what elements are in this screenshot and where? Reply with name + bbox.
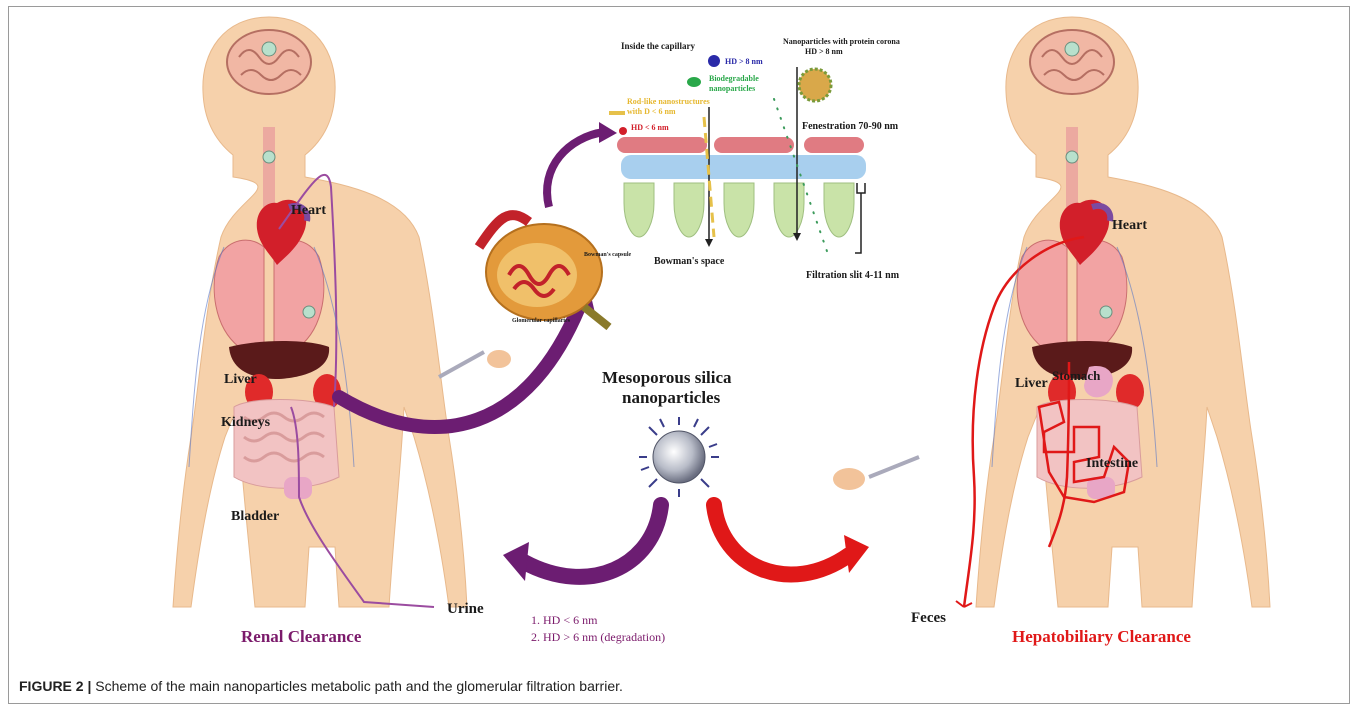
figure-caption: FIGURE 2 | Scheme of the main nanopartic… [19, 678, 1339, 694]
nephron-to-barrier-arrow [547, 132, 604, 207]
msn-title-line1: Mesoporous silica [602, 368, 732, 388]
caption-text: Scheme of the main nanoparticles metabol… [91, 678, 623, 694]
inset-rod-1: Rod-like nanostructures [627, 97, 710, 106]
inset-filtration-slit: Filtration slit 4-11 nm [806, 270, 899, 281]
inset-bowmans-space: Bowman's space [654, 256, 724, 267]
protein-corona-particle [799, 69, 831, 101]
endothelium-1 [617, 137, 707, 153]
msn-title-line2: nanoparticles [622, 388, 720, 408]
msn-particle [639, 417, 719, 497]
label-intestine: Intestine [1086, 456, 1138, 472]
inset-hd-gt-8: HD > 8 nm [725, 57, 763, 66]
right-brain [1030, 30, 1114, 94]
biodegradable-dot [687, 77, 701, 87]
criteria-2: 2. HD > 6 nm (degradation) [531, 630, 665, 645]
label-urine: Urine [447, 601, 484, 618]
hd-lt-6-dot [619, 127, 627, 135]
nephron-illustration [479, 215, 609, 327]
label-stomach: Stomach [1052, 368, 1100, 384]
filtration-slit-marker [855, 183, 865, 253]
inset-corona-1: Nanoparticles with protein corona [783, 37, 900, 46]
inset-biodegradable-2: nanoparticles [709, 84, 755, 93]
label-feces: Feces [911, 610, 946, 627]
endothelium-3 [804, 137, 864, 153]
podocytes [624, 183, 854, 237]
inset-inside-capillary: Inside the capillary [621, 41, 695, 51]
inset-hd-lt-6: HD < 6 nm [631, 123, 669, 132]
inset-corona-2: HD > 8 nm [805, 47, 843, 56]
syringe-left [439, 350, 511, 377]
left-trachea [263, 127, 275, 207]
label-liver-left: Liver [224, 372, 257, 388]
inset-fenestration: Fenestration 70-90 nm [802, 121, 898, 132]
label-renal-clearance: Renal Clearance [241, 627, 361, 647]
rod-dash [609, 111, 625, 115]
inset-rod-2: with D < 6 nm [627, 107, 676, 116]
inset-biodegradable-1: Biodegradable [709, 74, 759, 83]
label-kidneys: Kidneys [221, 415, 270, 431]
endothelium-2 [714, 137, 794, 153]
label-liver-right: Liver [1015, 376, 1048, 392]
inset-glomerular-capillaries: Glomerular capillaries [512, 318, 570, 324]
left-intestine [234, 400, 339, 489]
syringe-right [833, 457, 919, 490]
left-brain [227, 30, 311, 94]
label-heart-right: Heart [1112, 218, 1147, 234]
right-body-figure [956, 17, 1270, 607]
figure-frame: Heart Liver Kidneys Bladder Urine Renal … [8, 6, 1350, 704]
left-body-figure [173, 17, 467, 607]
msn-to-hepatobiliary-arrow [714, 505, 849, 575]
figure-illustration [9, 7, 1351, 667]
label-bladder: Bladder [231, 509, 279, 525]
basement-membrane [621, 155, 866, 179]
criteria-1: 1. HD < 6 nm [531, 613, 597, 628]
msn-to-renal-arrow [524, 505, 661, 577]
inset-bowmans-capsule: Bowman's capsule [584, 252, 631, 258]
label-heart-left: Heart [291, 203, 326, 219]
hd-gt-8-dot [708, 55, 720, 67]
label-hepatobiliary-clearance: Hepatobiliary Clearance [1012, 627, 1191, 647]
figure-label: FIGURE 2 | [19, 678, 91, 694]
